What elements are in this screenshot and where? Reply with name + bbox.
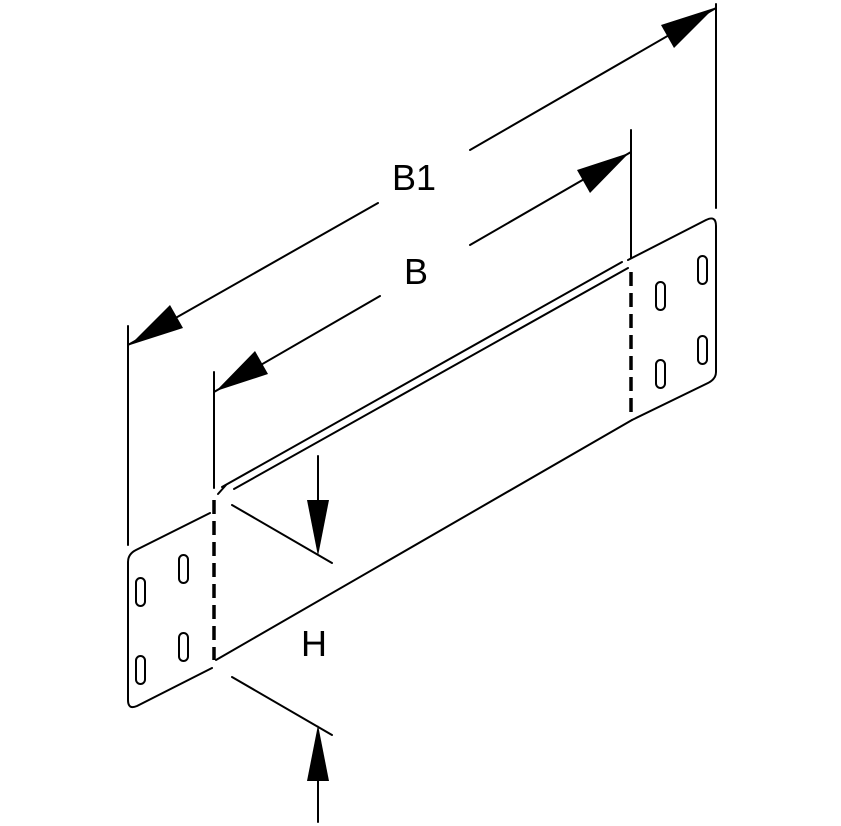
h-arrow-bottom (307, 725, 329, 781)
h-arrow-top (307, 500, 329, 556)
b-arrow-left (216, 351, 268, 391)
right-slot-2 (697, 255, 708, 285)
right-slot-3 (655, 359, 666, 389)
h-label: H (301, 623, 327, 664)
left-slot-4 (178, 632, 189, 662)
right-slot-4 (697, 335, 708, 365)
left-slot-2 (178, 554, 189, 584)
b1-arrow-right (661, 8, 714, 48)
right-slot-1 (655, 281, 666, 311)
plate-body (215, 261, 633, 661)
left-slot-1 (135, 577, 146, 607)
b1-arrow-left (130, 305, 183, 345)
dimension-b1: B1 (127, 3, 717, 546)
right-flange (627, 217, 717, 421)
dimension-h: H (231, 455, 333, 823)
left-slot-3 (135, 655, 146, 685)
b-arrow-right (577, 153, 629, 193)
left-flange (127, 500, 216, 709)
b-label: B (404, 251, 428, 292)
b1-label: B1 (392, 157, 436, 198)
dimension-b: B (213, 129, 632, 489)
